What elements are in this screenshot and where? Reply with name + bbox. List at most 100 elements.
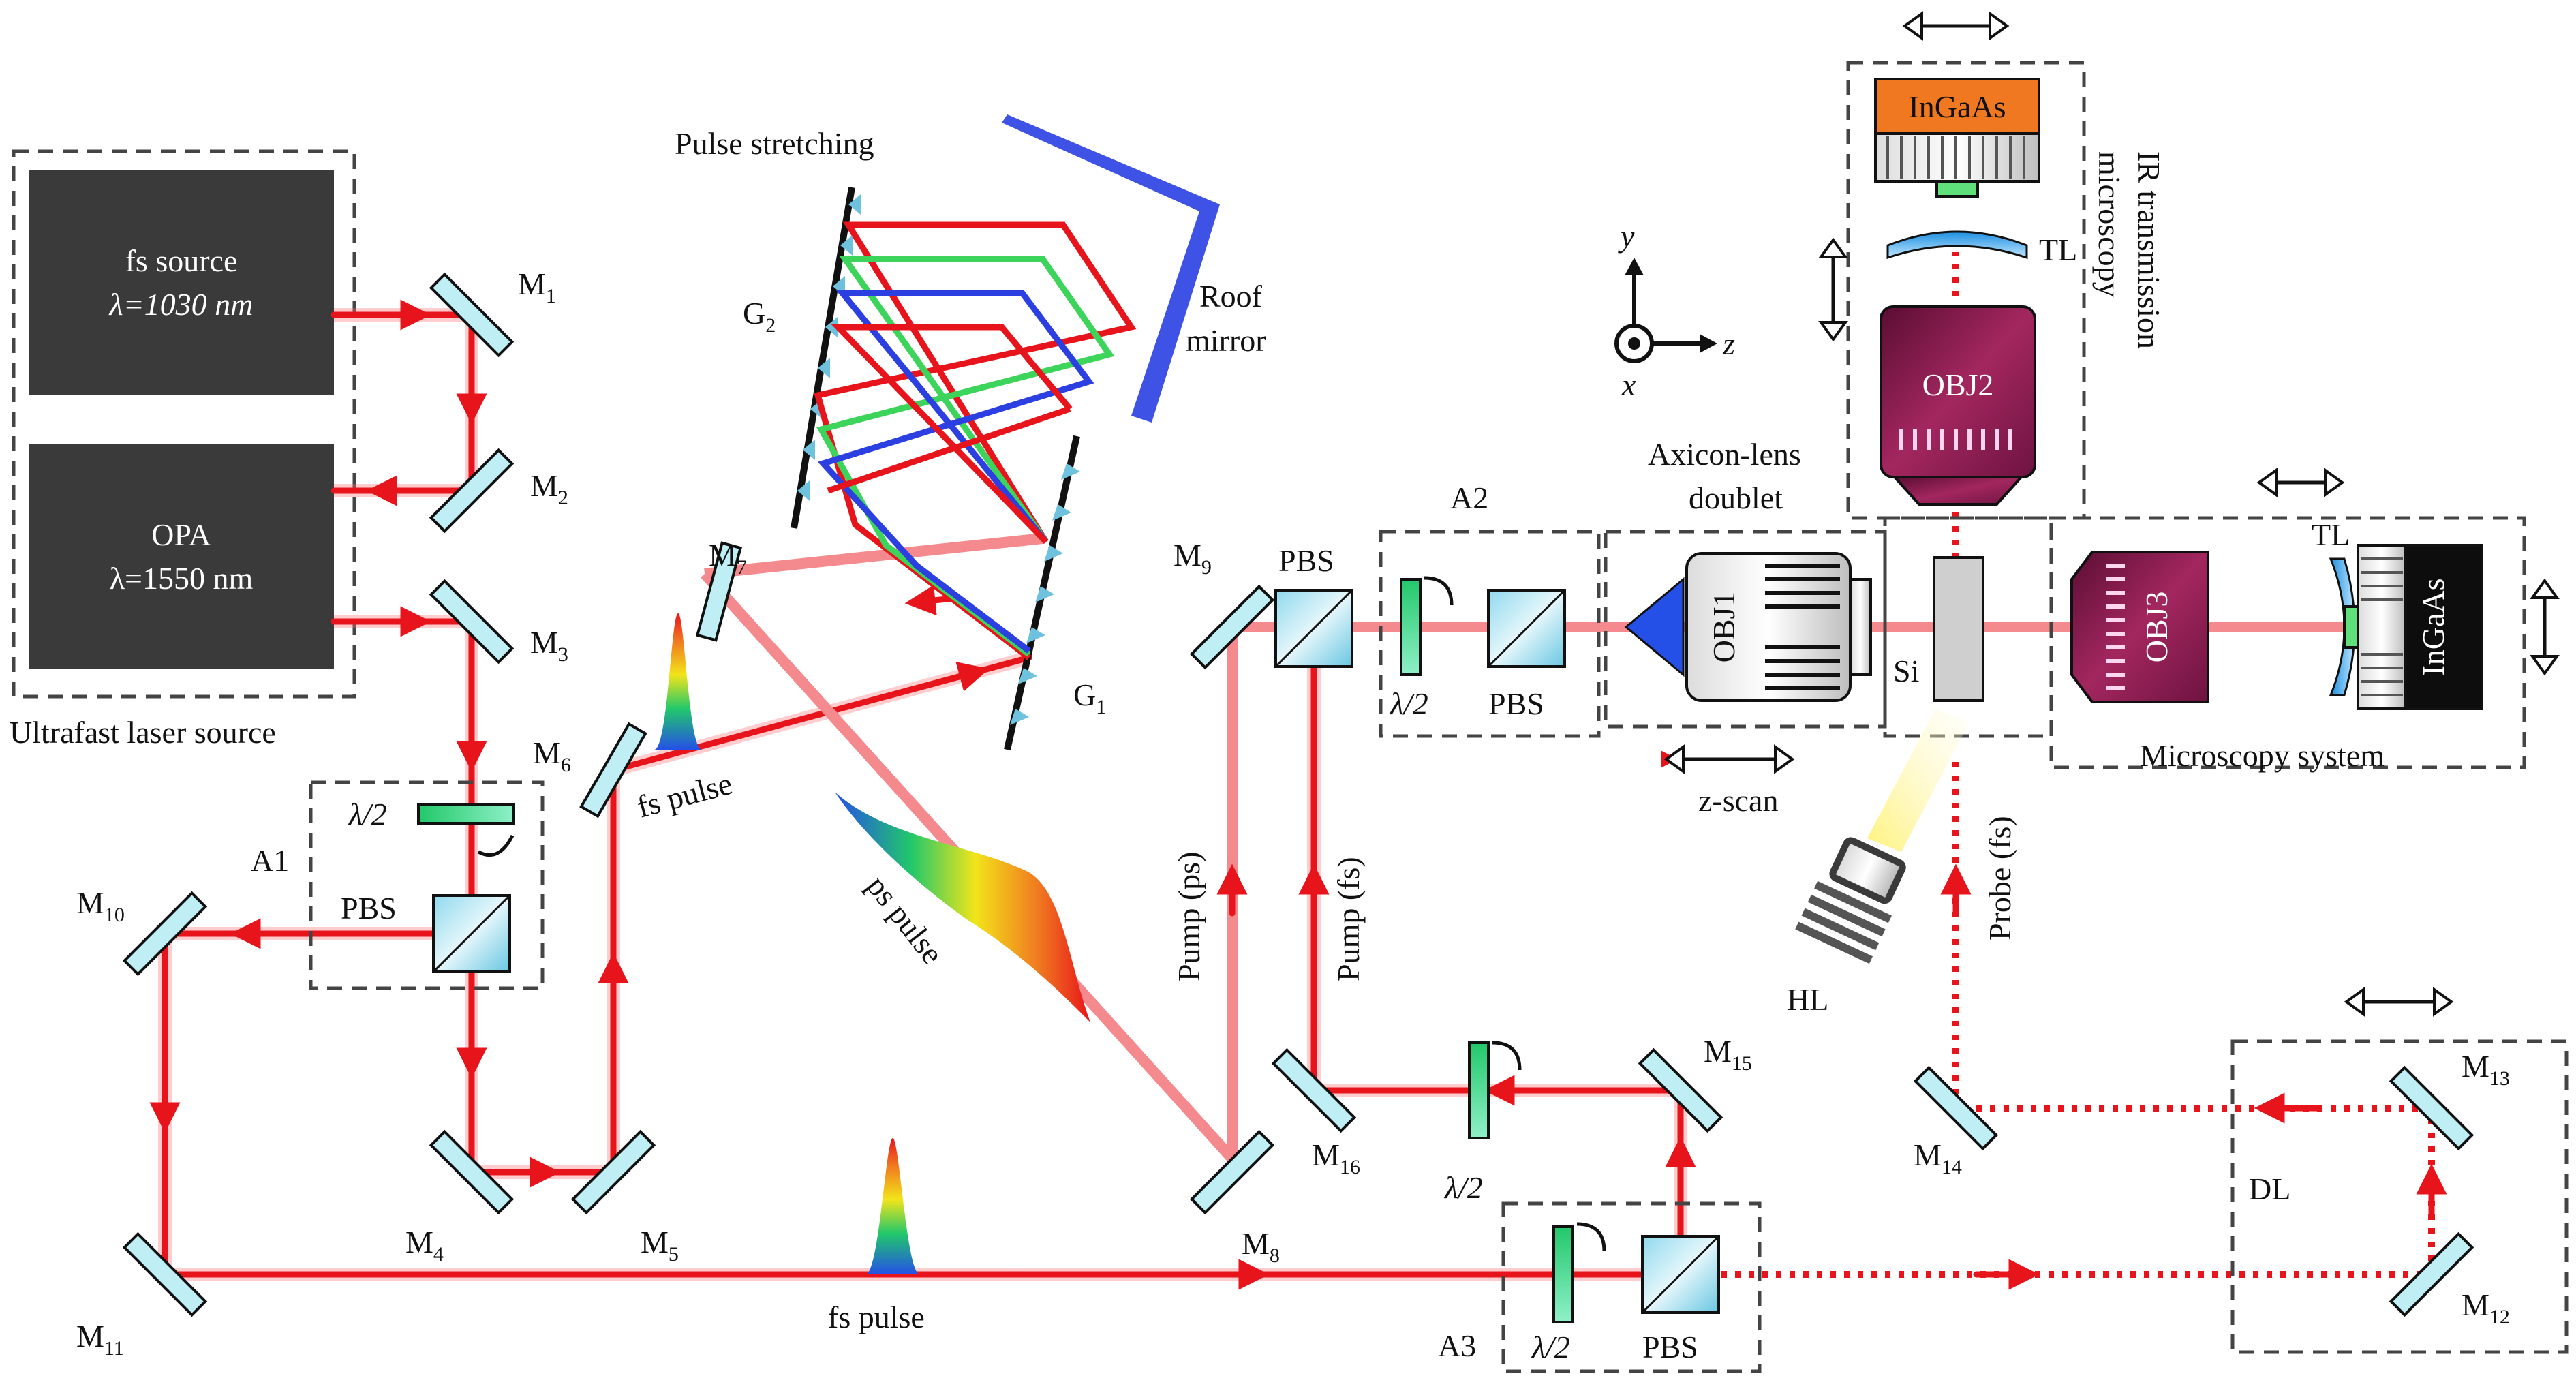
axicon-label-1: Axicon-lens: [1648, 437, 1801, 472]
side-tube-lens-label: TL: [2312, 517, 2350, 552]
ir-camera-label: InGaAs: [1908, 89, 2006, 124]
a3-waveplate-label: λ/2: [1531, 1330, 1570, 1364]
side-camera-arrow: [2530, 578, 2560, 676]
a3-dashed-box: [1501, 1201, 1762, 1373]
a2-waveplate-label: λ/2: [1389, 686, 1428, 721]
fs-source-wavelength: λ=1030 nm: [108, 287, 254, 322]
grating-g1-teeth: [1010, 463, 1080, 725]
mirror-m1-label: M1: [518, 266, 556, 307]
mirror-m7-label: M7: [709, 538, 747, 579]
hl-label: HL: [1787, 982, 1828, 1017]
mirror-m10: [122, 891, 208, 977]
side-dashed-box: [2049, 516, 2526, 769]
mirror-m8-label: M8: [1242, 1226, 1280, 1267]
mirror-m3-label: M3: [530, 625, 568, 666]
fs-pulse-upper-shape: [654, 613, 702, 750]
delay-translate-arrow: [2344, 987, 2454, 1017]
ir-tube-lens: [1886, 230, 2028, 260]
pump-ps-label: Pump (ps): [1171, 852, 1206, 981]
mirror-m10-label: M10: [76, 885, 125, 926]
mirror-m13-label: M13: [2462, 1049, 2510, 1090]
mirror-m9: [1189, 584, 1275, 670]
obj2-label: OBJ2: [1922, 367, 1994, 402]
a2-waveplate: [1400, 578, 1422, 676]
a3-waveplate: [1552, 1225, 1574, 1323]
delay-dashed-box: [2230, 1039, 2569, 1354]
attenuator-a2: A2 λ/2 PBS: [1379, 480, 1601, 738]
a2-pbs-label: PBS: [1488, 686, 1544, 721]
ir-title-1: IR transmission: [2132, 151, 2166, 349]
a1-waveplate-label: λ/2: [348, 797, 387, 831]
side-camera-label: InGaAs: [2416, 578, 2451, 675]
axicon-lens: [1624, 577, 1685, 677]
mirror-m8: [1189, 1129, 1275, 1215]
axis-y-label: y: [1618, 219, 1635, 254]
mirror-m11: [122, 1231, 208, 1317]
delay-line-label: DL: [2249, 1172, 2290, 1206]
mirror-m7: [695, 541, 743, 642]
obj3-body: [2070, 551, 2209, 703]
a1-rotation-arrow: [477, 834, 515, 857]
roof-mirror: [1002, 114, 1220, 423]
mirror-m6: [579, 722, 647, 818]
fs-source-box: [29, 170, 334, 395]
opa-label: OPA: [151, 517, 211, 552]
mirror-m2-label: M2: [530, 468, 568, 509]
side-camera-body: [2404, 544, 2483, 710]
fs-pulse-lower-shape: [865, 1138, 920, 1274]
axis-z-label: z: [1722, 326, 1735, 361]
a3-pbs-label: PBS: [1642, 1330, 1698, 1364]
opa-wavelength: λ=1550 nm: [110, 561, 254, 596]
laser-source-group: fs source λ=1030 nm OPA λ=1550 nm Ultraf…: [10, 149, 356, 750]
ps-pulse-shape: [835, 792, 1090, 1022]
a3-label: A3: [1438, 1328, 1476, 1363]
pump-waveplate-label: λ/2: [1443, 1170, 1483, 1205]
grating-g1-label: G1: [1073, 677, 1106, 718]
mirror-m5: [570, 1129, 656, 1215]
ir-title-2: microscopy: [2092, 151, 2127, 298]
mirror-m15: [1638, 1047, 1723, 1133]
ir-camera-translate-arrow: [1902, 11, 2010, 41]
obj1-ridges: [1765, 564, 1840, 690]
grating-g2-label: G2: [743, 296, 776, 337]
mirror-m11-label: M11: [76, 1319, 124, 1360]
mirror-m16-label: M16: [1312, 1137, 1360, 1178]
side-microscope-group: OBJ3 TL InGaAs Microscopy system: [2049, 468, 2560, 773]
mirror-m12: [2389, 1231, 2474, 1317]
opa-box: [29, 444, 334, 669]
side-tube-lens: [2329, 557, 2356, 696]
roof-mirror-label-1: Roof: [1199, 279, 1263, 313]
axicon-dashed-box: [1604, 530, 1887, 729]
mirror-m3: [429, 579, 515, 664]
axis-x-label: x: [1621, 367, 1636, 402]
ir-tube-lens-label: TL: [2039, 232, 2077, 267]
mirror-m4-label: M4: [405, 1225, 444, 1266]
dispersed-rays: [814, 221, 1137, 660]
a1-pbs-label: PBS: [341, 891, 397, 925]
axicon-group: Axicon-lens doublet OBJ1 z-scan: [1604, 437, 1887, 818]
mirrors-group: M1 M2 M3 M4 M5 M6 M7 M8 M9 M10 M11 M12 M…: [76, 266, 2510, 1360]
roof-mirror-label-2: mirror: [1186, 323, 1266, 358]
a1-waveplate: [417, 803, 515, 825]
side-microscope-title: Microscopy system: [2140, 738, 2385, 773]
source-dashed-box: [12, 149, 356, 699]
z-scan-arrow: [1663, 744, 1795, 774]
mirror-m12-label: M12: [2462, 1287, 2510, 1328]
mirror-m9-label: M9: [1174, 538, 1212, 579]
halogen-lamp: [1795, 837, 1906, 964]
side-tube-lens-arrow: [2256, 468, 2345, 497]
stretcher-title: Pulse stretching: [675, 126, 874, 161]
mirror-m15-label: M15: [1704, 1034, 1752, 1075]
mirror-m2: [429, 448, 515, 534]
mirror-m1: [429, 272, 515, 358]
attenuator-a3: A3 λ/2 PBS: [1438, 1201, 1762, 1373]
obj1-label: OBJ1: [1706, 592, 1741, 663]
a2-label: A2: [1450, 480, 1488, 515]
ir-microscope-group: InGaAs TL OBJ2 IR transmission microscop…: [1818, 11, 2166, 520]
coordinate-axes: y z x: [1614, 219, 1735, 402]
fs-pulse-lower-label: fs pulse: [828, 1300, 925, 1334]
pump-fs-label: Pump (fs): [1331, 857, 1366, 981]
a1-label: A1: [251, 843, 289, 878]
fs-source-label: fs source: [125, 243, 238, 278]
